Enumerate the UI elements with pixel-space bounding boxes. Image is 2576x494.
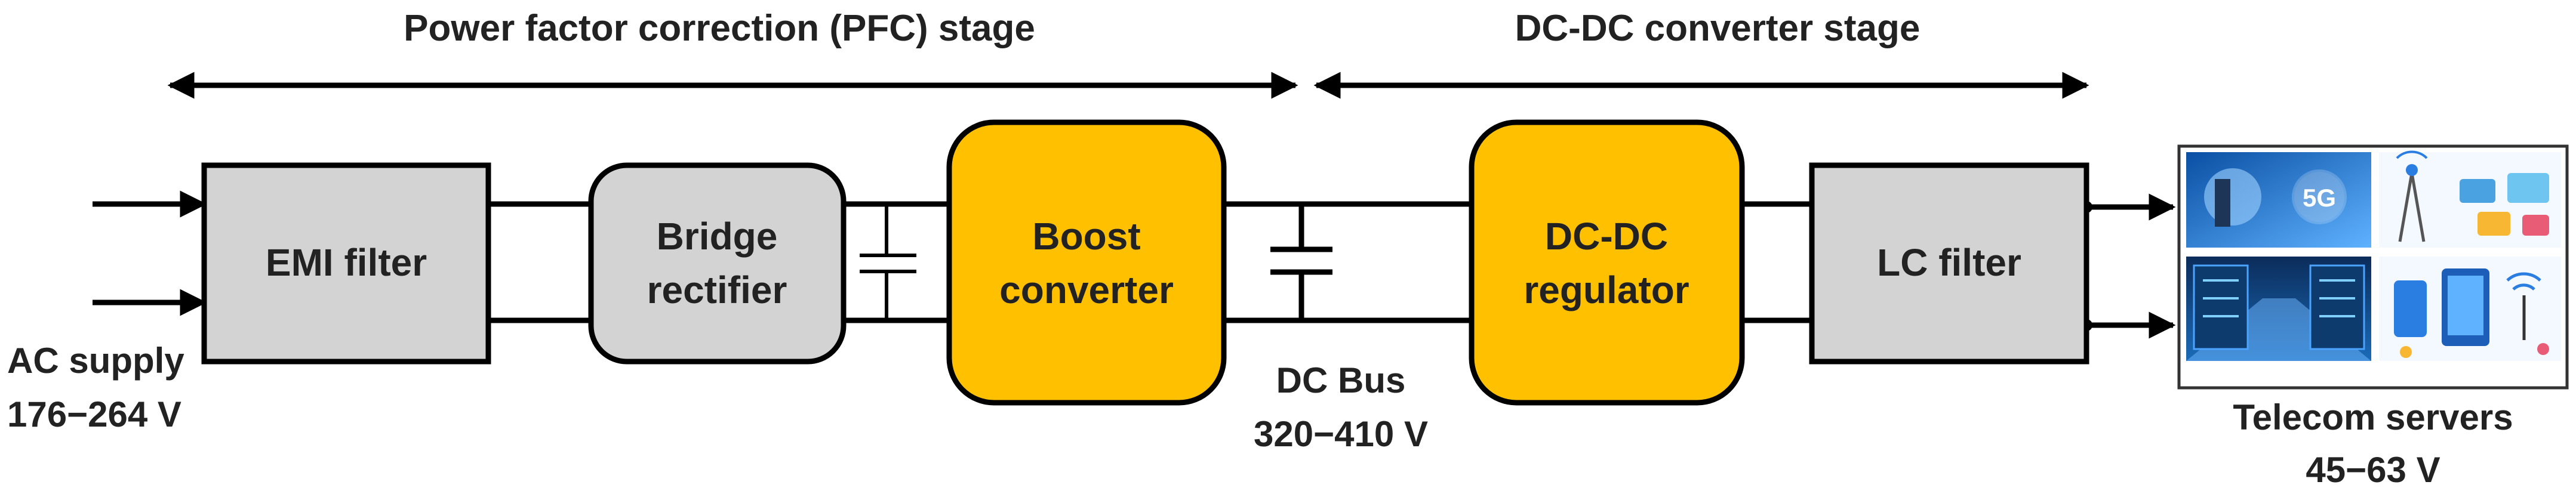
dc-bus-voltage-label: 320−410 V	[1254, 414, 1428, 454]
boost-converter-label-line2: converter	[999, 268, 1174, 311]
antenna-network-icon	[2379, 150, 2561, 248]
telecom-servers-panel: 5G	[2177, 144, 2569, 390]
input-capacitor	[860, 204, 916, 320]
dc-bus-capacitor	[1270, 204, 1332, 320]
bridge-rectifier-block: Bridge rectifier	[588, 162, 847, 365]
lc-filter-label: LC filter	[1877, 241, 2021, 284]
pfc-stage-label: Power factor correction (PFC) stage	[404, 8, 1035, 49]
mobile-devices-icon	[2379, 257, 2561, 361]
server-room-image	[2186, 257, 2371, 361]
telecom-servers-voltage-label: 45−63 V	[2306, 450, 2440, 490]
boost-converter-block: Boost converter	[946, 119, 1227, 406]
bridge-rectifier-label-line1: Bridge	[657, 215, 778, 258]
dcdc-regulator-block: DC-DC regulator	[1469, 119, 1745, 406]
ac-supply-label: AC supply	[7, 341, 184, 381]
emi-filter-label: EMI filter	[266, 241, 427, 284]
dc-bus-label: DC Bus	[1276, 360, 1406, 400]
ac-voltage-label: 176−264 V	[7, 394, 181, 434]
boost-converter-label-line1: Boost	[1032, 215, 1140, 258]
emi-filter-block: EMI filter	[201, 162, 491, 365]
5g-icon: 5G	[2186, 152, 2371, 248]
dcdc-regulator-label-line1: DC-DC	[1545, 215, 1668, 258]
dcdc-stage-label: DC-DC converter stage	[1515, 8, 1921, 49]
lc-filter-block: LC filter	[1809, 162, 2089, 365]
dcdc-regulator-label-line2: regulator	[1524, 268, 1689, 311]
bridge-rectifier-label-line2: rectifier	[647, 268, 787, 311]
svg-text:5G: 5G	[2303, 184, 2336, 212]
telecom-servers-label: Telecom servers	[2233, 397, 2513, 437]
